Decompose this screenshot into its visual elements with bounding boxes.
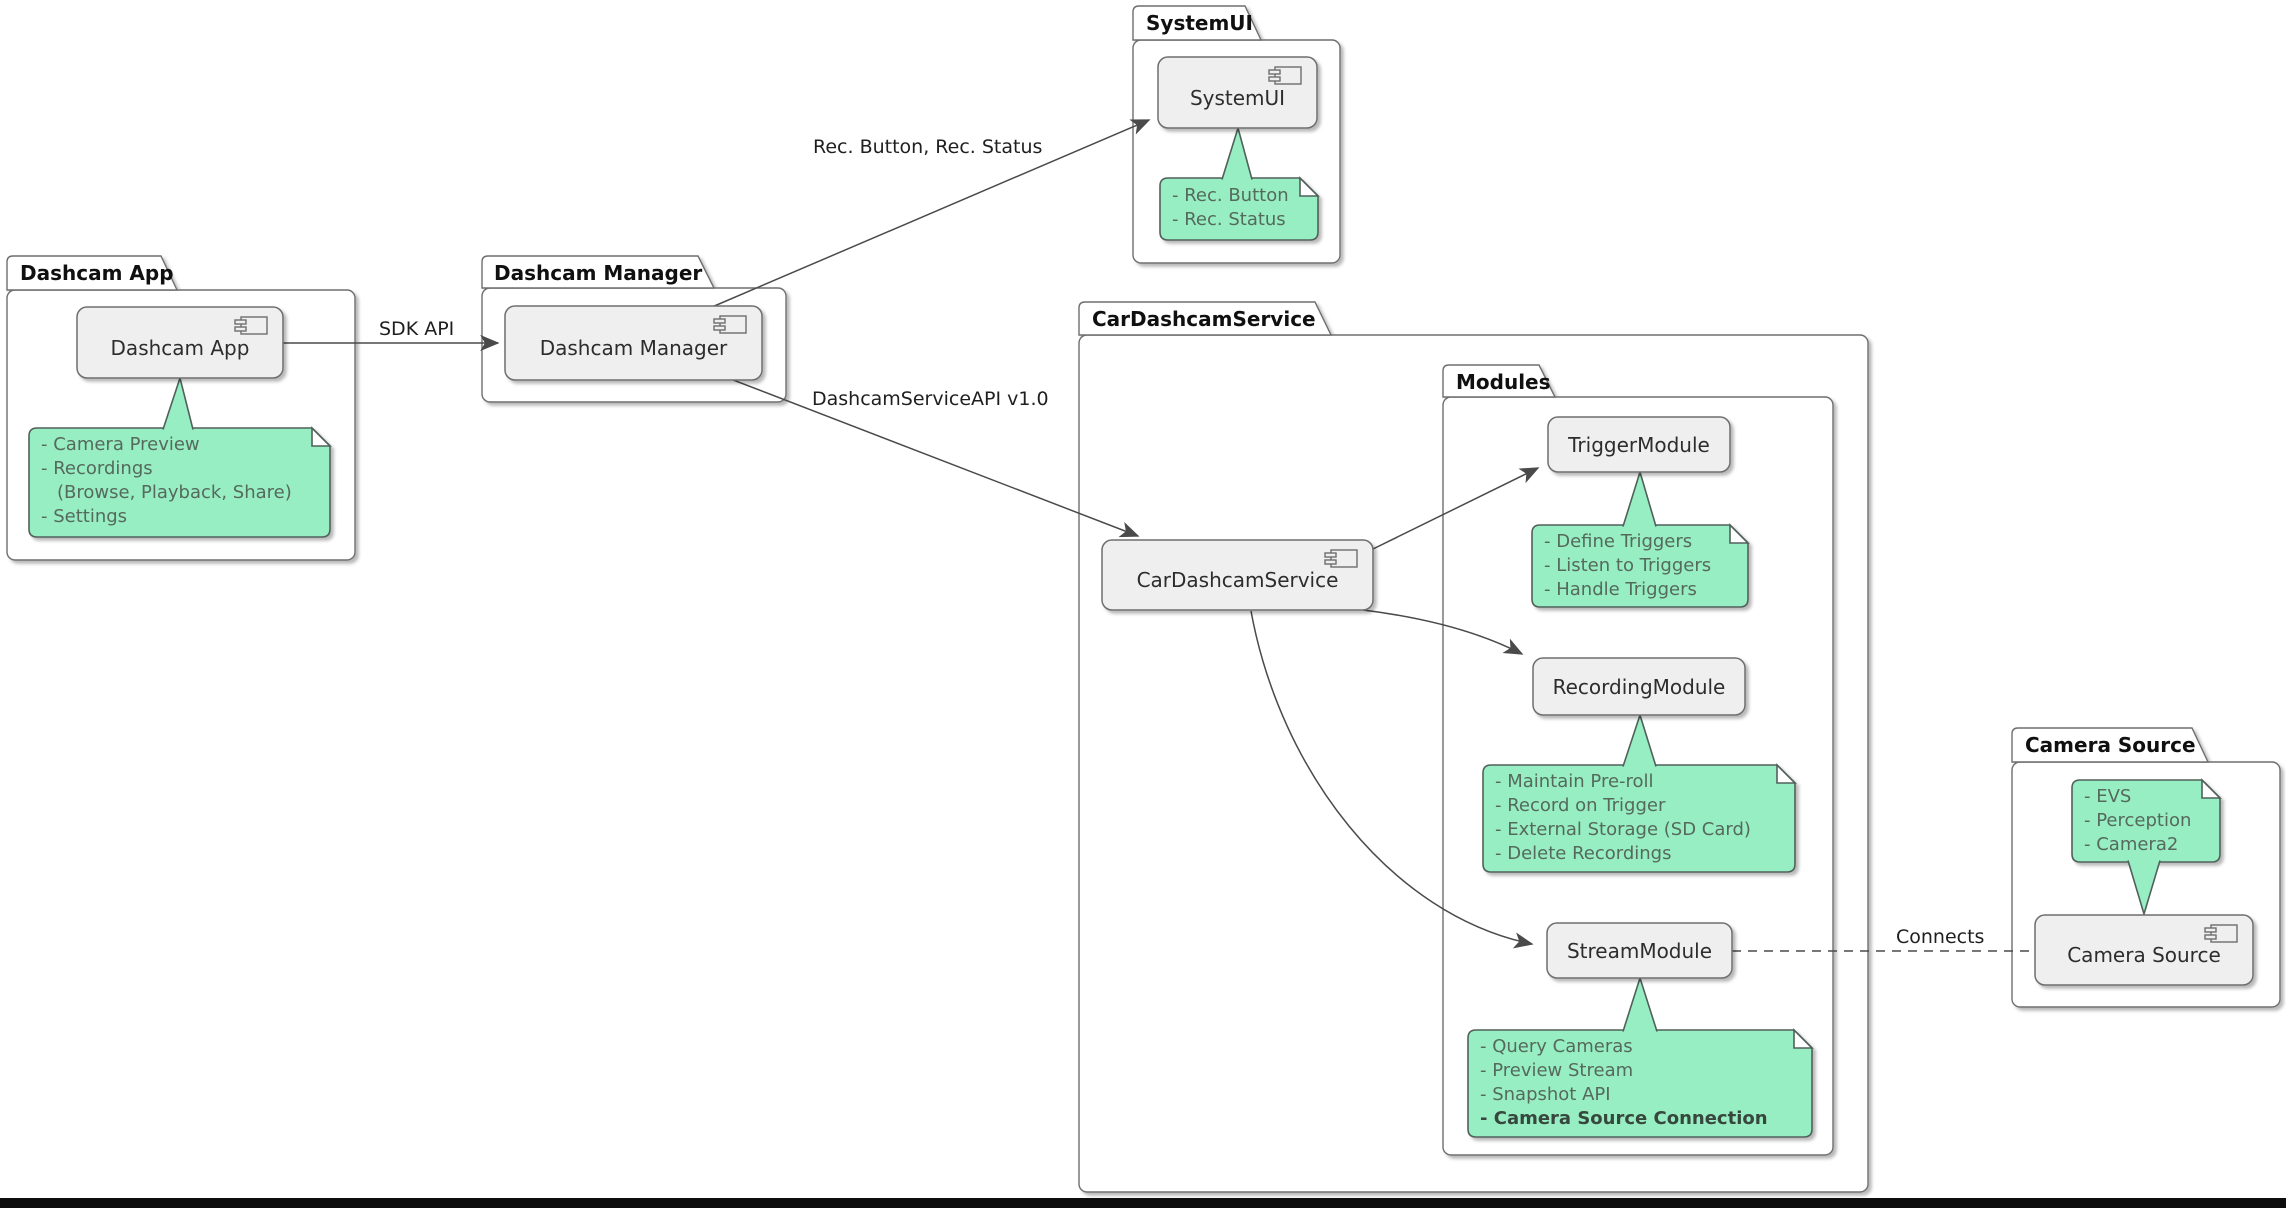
edge-dashcamserviceapi — [727, 377, 1140, 538]
note-line: - Rec. Button — [1172, 185, 1289, 206]
component-label-camera-source: Camera Source — [2067, 943, 2221, 967]
note-dashcam-app-text: - Camera Preview - Recordings (Browse, P… — [41, 433, 292, 529]
note-recordingmodule — [1482, 763, 1797, 873]
note-triggermodule — [1531, 523, 1750, 608]
component-label-triggermodule: TriggerModule — [1568, 432, 1710, 457]
edge-label-connects: Connects — [1896, 926, 1985, 948]
component-icon — [1324, 549, 1358, 568]
note-line: - Perception — [2084, 810, 2192, 831]
note-line: - Delete Recordings — [1495, 843, 1672, 864]
note-streammodule-text: - Query Cameras - Preview Stream - Snaps… — [1480, 1035, 1768, 1131]
note-line: - External Storage (SD Card) — [1495, 819, 1751, 840]
note-line: - Rec. Status — [1172, 209, 1286, 230]
package-title-modules: Modules — [1456, 370, 1551, 394]
component-triggermodule — [1547, 416, 1731, 473]
component-label-streammodule: StreamModule — [1566, 938, 1713, 963]
note-dashcam-app — [28, 426, 332, 538]
component-label-dashcam-app: Dashcam App — [110, 335, 250, 360]
note-line: - Record on Trigger — [1495, 795, 1666, 816]
note-recordingmodule-text: - Maintain Pre-roll - Record on Trigger … — [1495, 770, 1751, 866]
package-title-camera-source: Camera Source — [2025, 733, 2196, 757]
component-streammodule — [1546, 922, 1733, 979]
note-line: - Handle Triggers — [1544, 579, 1697, 600]
edge-to-triggermodule — [1372, 467, 1540, 550]
note-systemui — [1159, 176, 1320, 241]
note-line: - Preview Stream — [1480, 1060, 1634, 1081]
package-title-systemui: SystemUI — [1146, 11, 1253, 35]
note-camera-source-text: - EVS - Perception - Camera2 — [2084, 785, 2191, 857]
component-cardashcamservice — [1101, 539, 1374, 611]
note-pointer — [2127, 860, 2161, 917]
note-line: - EVS — [2084, 786, 2132, 807]
note-line: - Settings — [41, 506, 128, 527]
component-icon — [1268, 66, 1302, 85]
note-line: - Maintain Pre-roll — [1495, 771, 1654, 792]
edge-label-dashcamserviceapi: DashcamServiceAPI v1.0 — [812, 388, 1049, 410]
component-recordingmodule — [1532, 657, 1746, 716]
edge-rec-button-status — [711, 119, 1151, 308]
note-line: - Query Cameras — [1480, 1036, 1633, 1057]
component-icon — [2204, 924, 2238, 943]
note-line: - Recordings — [41, 458, 153, 479]
component-label-cardashcamservice: CarDashcamService — [1136, 568, 1339, 592]
edge-label-sdk-api: SDK API — [379, 318, 455, 340]
note-line: (Browse, Playback, Share) — [57, 482, 292, 503]
note-line: - Camera Source Connection — [1480, 1108, 1768, 1129]
component-label-systemui: SystemUI — [1189, 85, 1286, 110]
note-line: - Camera Preview — [41, 434, 200, 455]
component-label-recordingmodule: RecordingModule — [1552, 674, 1726, 699]
component-label-dashcam-manager: Dashcam Manager — [539, 336, 728, 360]
note-line: - Listen to Triggers — [1544, 555, 1712, 576]
note-line: - Snapshot API — [1480, 1084, 1611, 1105]
note-triggermodule-text: - Define Triggers - Listen to Triggers -… — [1544, 530, 1711, 602]
component-dashcam-app — [76, 306, 284, 379]
package-title-dashcam-manager: Dashcam Manager — [494, 261, 703, 285]
edge-label-rec-button-status: Rec. Button, Rec. Status — [813, 136, 1043, 158]
note-line: - Camera2 — [2084, 834, 2179, 855]
note-systemui-text: - Rec. Button - Rec. Status — [1172, 184, 1289, 232]
component-camera-source — [2034, 914, 2254, 986]
package-title-cardashcamservice: CarDashcamService — [1092, 307, 1316, 331]
note-camera-source — [2071, 778, 2222, 863]
package-title-dashcam-app: Dashcam App — [20, 261, 174, 285]
bottom-bar — [0, 1198, 2286, 1208]
note-streammodule — [1467, 1028, 1814, 1138]
note-line: - Define Triggers — [1544, 531, 1693, 552]
component-icon — [713, 315, 747, 334]
edge-to-streammodule — [1250, 610, 1534, 949]
edges — [283, 119, 2034, 952]
component-dashcam-manager — [504, 305, 763, 381]
component-systemui — [1157, 56, 1318, 129]
edge-to-recordingmodule — [1362, 609, 1524, 655]
component-icon — [234, 316, 268, 335]
